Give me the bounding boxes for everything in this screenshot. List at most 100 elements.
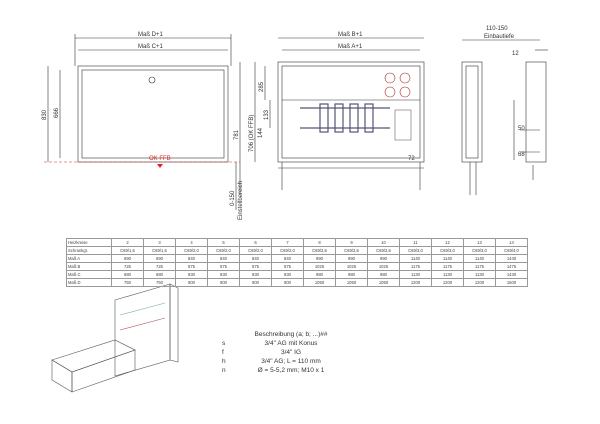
dim-d: Maß D+1: [138, 32, 164, 38]
table-cell: C69/1,5: [111, 246, 144, 255]
table-cell: 4: [175, 238, 208, 247]
table-cell: Schrankgr.: [66, 246, 112, 255]
adjust-range: 0-150: [230, 190, 236, 206]
table-cell: 840: [207, 254, 240, 263]
dim-c: Maß C+1: [138, 44, 164, 50]
table-cell: Heizkreise: [66, 238, 112, 247]
table-cell: 900: [239, 278, 272, 287]
table-cell: Maß B: [66, 262, 112, 271]
table-cell: 680: [111, 270, 144, 279]
table-cell: 690: [143, 254, 176, 263]
legend-text: 3/4" IG: [280, 349, 301, 356]
legend-text: Ø = 5-5,2 mm; M10 x 1: [257, 367, 325, 374]
table-cell: Maß D: [66, 278, 112, 287]
table-cell: C69/2,5: [367, 246, 400, 255]
table-cell: 1175: [431, 262, 464, 271]
table-cell: 750: [143, 278, 176, 287]
table-cell: 1175: [463, 262, 496, 271]
table-cell: Maß C: [66, 270, 112, 279]
table-cell: C69/1,5: [143, 246, 176, 255]
table-cell: 900: [175, 278, 208, 287]
table-cell: 9: [335, 238, 368, 247]
table-cell: C69/4,0: [495, 246, 528, 255]
h133: 133: [264, 109, 270, 120]
table-cell: 1025: [335, 262, 368, 271]
legend-title: Beschreibung (a; b; ...)##: [254, 331, 328, 338]
h781: 781: [234, 129, 240, 140]
table-cell: 1050: [303, 278, 336, 287]
legend: Beschreibung (a; b; ...)## s 3/4" AG mit …: [222, 330, 346, 375]
dim-b: Maß B+1: [338, 32, 363, 38]
table-cell: 900: [271, 278, 304, 287]
table-cell: 1025: [367, 262, 400, 271]
table-cell: 680: [143, 270, 176, 279]
table-cell: 14: [495, 238, 528, 247]
table-cell: 3: [143, 238, 176, 247]
table-cell: C69/2,0: [239, 246, 272, 255]
side-view: [461, 39, 548, 195]
table-cell: 5: [207, 238, 240, 247]
table-cell: 875: [271, 262, 304, 271]
table-cell: 750: [111, 278, 144, 287]
table-cell: C69/3,0: [463, 246, 496, 255]
legend-key: n: [222, 367, 226, 374]
table-cell: 1200: [399, 278, 432, 287]
table-cell: 1475: [495, 262, 528, 271]
d50: 50: [518, 126, 525, 132]
table-cell: 6: [239, 238, 272, 247]
table-cell: 10: [367, 238, 400, 247]
legend-key: s: [222, 340, 226, 347]
depth-label: Einbautiefe: [484, 34, 515, 40]
table-cell: 1500: [495, 278, 528, 287]
legend-key: h: [222, 358, 226, 365]
table-cell: C69/2,5: [303, 246, 336, 255]
table-cell: 1050: [335, 278, 368, 287]
table-cell: 725: [143, 262, 176, 271]
table-cell: 900: [207, 278, 240, 287]
table-cell: 990: [367, 254, 400, 263]
table-cell: 990: [335, 254, 368, 263]
h285: 285: [259, 81, 265, 92]
h-inner: 666: [54, 107, 60, 118]
table-cell: 1430: [495, 270, 528, 279]
table-cell: 1050: [367, 278, 400, 287]
cabinet-3d-illustration: [51, 283, 179, 393]
table-cell: C69/3,0: [431, 246, 464, 255]
table-cell: 7: [271, 238, 304, 247]
table-cell: 980: [367, 270, 400, 279]
h706: 706 (OK FFB): [249, 115, 255, 152]
h144: 144: [258, 127, 264, 138]
table-cell: 1200: [431, 278, 464, 287]
adjust-label: Einstellbereich: [238, 181, 244, 220]
table-cell: 830: [175, 270, 208, 279]
manifold-view: [235, 37, 425, 210]
table-cell: 1130: [463, 270, 496, 279]
front-view: [44, 34, 240, 163]
table-cell: 875: [207, 262, 240, 271]
table-cell: 840: [175, 254, 208, 263]
table-cell: 1140: [399, 254, 432, 263]
floor-label: OK FFB: [149, 156, 171, 162]
table-cell: 840: [239, 254, 272, 263]
table-cell: C69/2,0: [271, 246, 304, 255]
legend-text: 3/4" AG mit Konus: [264, 340, 318, 347]
table-cell: 1200: [463, 278, 496, 287]
table-cell: 830: [239, 270, 272, 279]
table-cell: 830: [207, 270, 240, 279]
table-cell: 725: [111, 262, 144, 271]
table-cell: C69/2,0: [175, 246, 208, 255]
table-cell: 980: [335, 270, 368, 279]
table-cell: 1130: [399, 270, 432, 279]
table-cell: C69/3,0: [399, 246, 432, 255]
dim72: 72: [408, 156, 415, 162]
table-cell: 1025: [303, 262, 336, 271]
table-cell: 11: [399, 238, 432, 247]
table-cell: 840: [271, 254, 304, 263]
table-cell: Maß A: [66, 254, 112, 263]
table-cell: 1140: [463, 254, 496, 263]
